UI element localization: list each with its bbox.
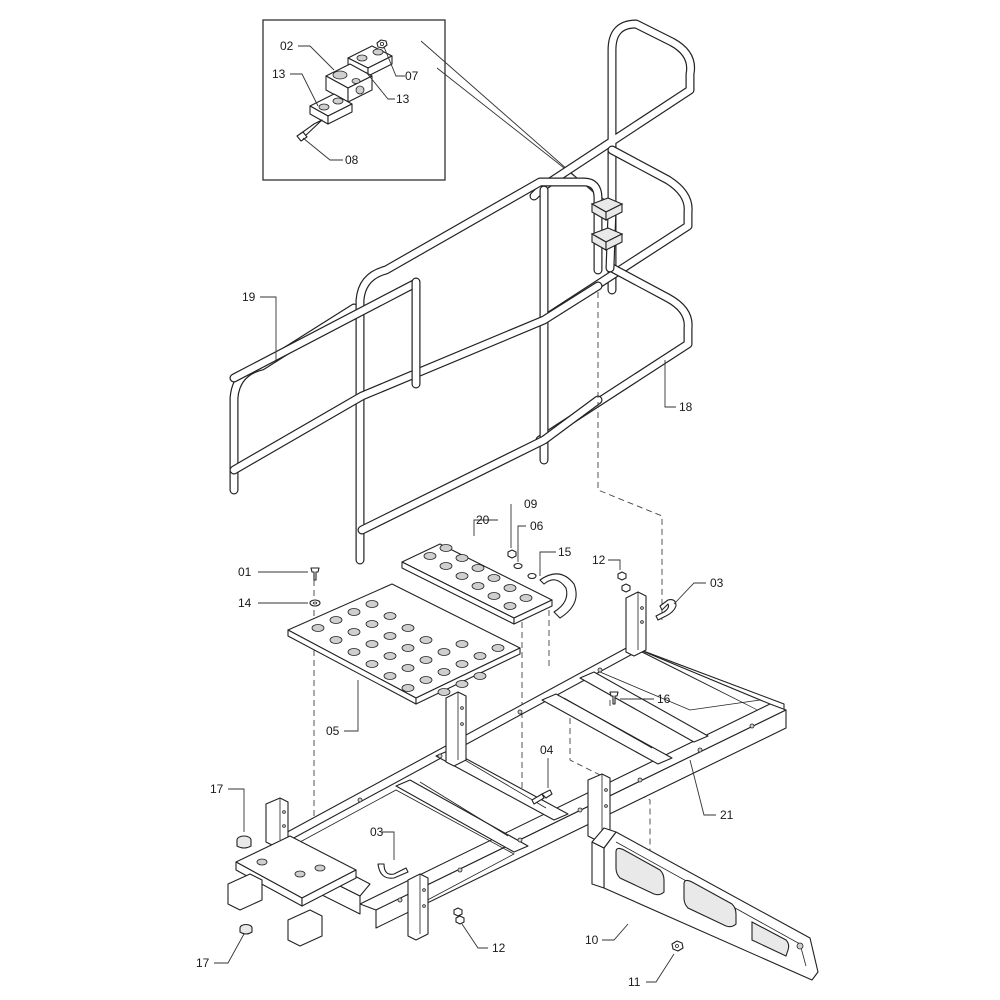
grating-05-holes: [311, 600, 505, 696]
nut-09: [507, 549, 517, 559]
rail-clamp-lower: [590, 227, 624, 251]
label-10: 10: [585, 933, 599, 947]
nuts-12-upper: [617, 571, 631, 593]
handrail-18: [529, 19, 696, 445]
frame-upright-front-left: [407, 873, 429, 941]
washer-06: [513, 562, 537, 580]
grating-05: [287, 583, 521, 705]
grating-20: [401, 543, 553, 625]
label-14: 14: [238, 596, 252, 610]
label-08: 08: [345, 153, 359, 167]
frame-upright-rear-right: [625, 591, 647, 657]
u-bolt-03-upper: [655, 599, 677, 621]
u-bolt-15: [539, 573, 577, 619]
screw-16: [609, 691, 619, 705]
label-06: 06: [530, 519, 544, 533]
rail-clamp-upper: [590, 197, 624, 221]
u-bolt-03-lower: [377, 863, 409, 879]
frame-upright-mid: [445, 691, 467, 767]
frame-upright-front-mid: [587, 773, 611, 841]
nut-07: [376, 39, 388, 49]
label-03-lower: 03: [370, 825, 384, 839]
label-15: 15: [558, 545, 572, 559]
label-07: 07: [405, 69, 419, 83]
bracket-10: [591, 827, 819, 981]
clamp-body-02: [325, 63, 373, 103]
label-12-upper: 12: [592, 553, 606, 567]
nuts-12-lower: [453, 907, 465, 925]
callout-labels: 02 13 07 13 08 19 18 09 20 06 15 12 01 0…: [196, 39, 734, 989]
label-17-upper: 17: [210, 782, 224, 796]
label-04: 04: [540, 743, 554, 757]
label-19: 19: [242, 290, 256, 304]
label-03-upper: 03: [710, 576, 724, 590]
clamp-half-13-lower: [309, 93, 353, 125]
label-17-lower: 17: [196, 956, 210, 970]
screw-04: [531, 789, 553, 805]
leader-lines: [214, 296, 716, 983]
cap-17-upper: [236, 835, 252, 849]
label-01: 01: [238, 565, 252, 579]
bolt-08: [296, 119, 323, 142]
label-20: 20: [476, 513, 490, 527]
label-05: 05: [326, 724, 340, 738]
washer-14: [309, 599, 321, 607]
foot-plate: [227, 835, 357, 947]
handrail-19: [229, 177, 603, 565]
label-16: 16: [657, 692, 671, 706]
label-13-lower: 13: [396, 92, 410, 106]
screw-01: [310, 567, 320, 581]
label-02: 02: [280, 39, 294, 53]
label-21: 21: [720, 808, 734, 822]
nut-11: [671, 940, 684, 952]
cap-17-lower: [239, 923, 253, 935]
label-12-lower: 12: [492, 941, 506, 955]
label-11: 11: [628, 975, 641, 989]
label-13-upper: 13: [272, 67, 286, 81]
clamp-detail-inset: [262, 19, 446, 181]
label-09: 09: [524, 497, 538, 511]
inset-callout-line-2: [436, 67, 621, 213]
label-18: 18: [679, 400, 693, 414]
frame-upright-rear-left: [265, 797, 289, 847]
grating-20-holes: [423, 544, 533, 610]
